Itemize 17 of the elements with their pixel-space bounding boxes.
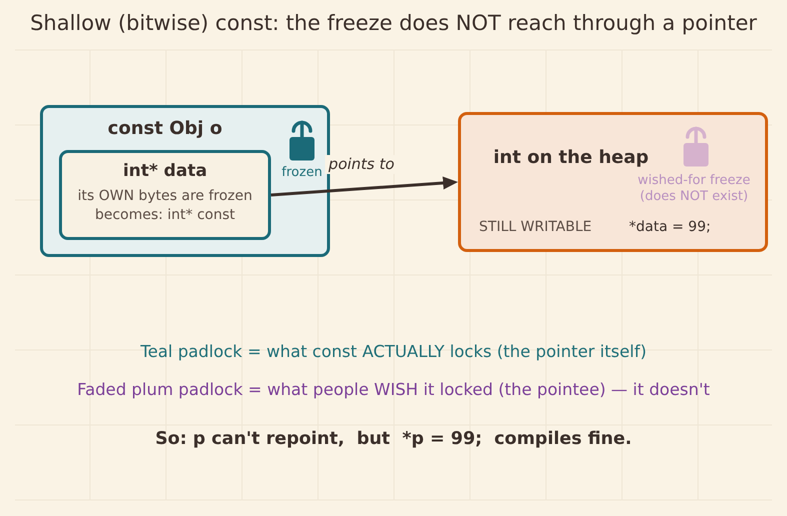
field-note: becomes: int* const	[94, 207, 236, 224]
lock-caption: frozen	[280, 165, 324, 181]
heap-box	[458, 112, 768, 252]
arrow	[270, 176, 458, 196]
field-note: its OWN bytes are frozen	[76, 188, 254, 205]
field-box	[59, 150, 271, 240]
summary-text: So: p can't repoint, but *p = 99; compiles fine.	[154, 429, 633, 450]
code-text: *data = 99;	[629, 219, 711, 236]
note-text: Faded plum padlock = what people WISH it locked (the pointee) — it doesn't	[76, 380, 711, 400]
field-name: int* data	[122, 161, 208, 182]
lock-caption: wished-for freeze (does NOT exist)	[636, 173, 752, 205]
status-text: STILL WRITABLE	[479, 219, 592, 236]
object-box	[40, 105, 330, 257]
diagram-title: Shallow (bitwise) const: the freeze does NOT reach through a pointer	[29, 10, 758, 37]
note-text: Teal padlock = what const ACTUALLY locks (the pointer itself)	[139, 342, 648, 362]
heap-title: int on the heap	[492, 147, 650, 169]
object-title: const Obj o	[106, 118, 224, 140]
